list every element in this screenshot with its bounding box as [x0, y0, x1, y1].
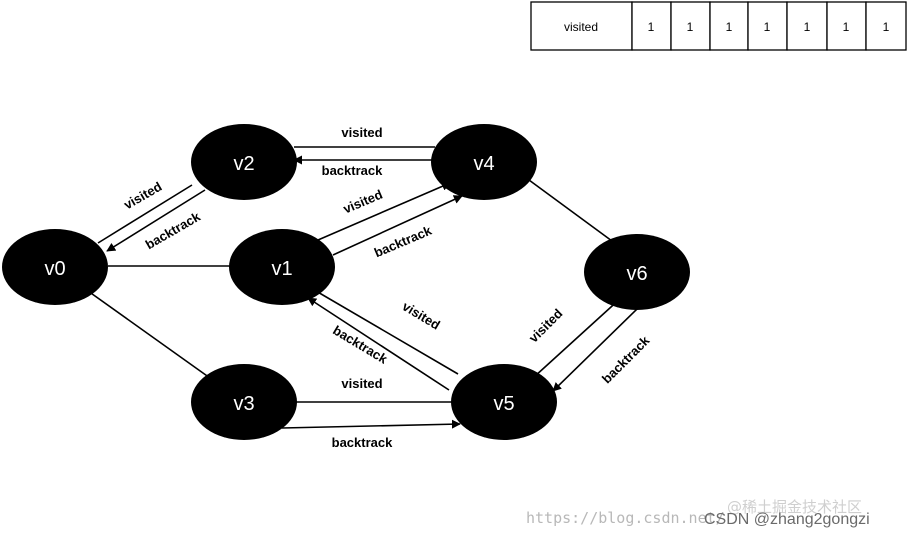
- label-backtrack: backtrack: [599, 332, 653, 386]
- arrow-v1-v4-visited: [317, 182, 451, 241]
- visited-value: 1: [804, 20, 811, 34]
- node-v6: v6: [584, 234, 690, 310]
- visited-header-label: visited: [564, 20, 598, 34]
- edge-v4-v6: [528, 179, 613, 242]
- node-label: v5: [493, 393, 514, 415]
- visited-value: 1: [648, 20, 655, 34]
- traversal-arrows: [97, 146, 638, 429]
- node-v5: v5: [451, 364, 557, 440]
- label-visited: visited: [526, 306, 566, 346]
- node-v3: v3: [191, 364, 297, 440]
- label-backtrack: backtrack: [372, 222, 434, 260]
- node-v4: v4: [431, 124, 537, 200]
- visited-table: visited 1 1 1 1 1 1 1: [530, 1, 907, 51]
- visited-cell: [670, 1, 711, 51]
- node-label: v2: [233, 153, 254, 175]
- node-label: v3: [233, 393, 254, 415]
- node-v0: v0: [2, 229, 108, 305]
- visited-value: 1: [764, 20, 771, 34]
- visited-value: 1: [843, 20, 850, 34]
- node-v2: v2: [191, 124, 297, 200]
- graph-nodes: v0 v1 v2 v3 v4 v5 v6: [2, 124, 690, 440]
- arrow-v6-v5-backtrack: [552, 308, 638, 392]
- label-backtrack: backtrack: [332, 435, 393, 450]
- watermark: https://blog.csdn.net/ @稀土掘金技术社区 CSDN @z…: [526, 498, 870, 528]
- visited-header-cell: [530, 1, 633, 51]
- arrow-v5-v6-visited: [533, 296, 623, 378]
- visited-value: 1: [883, 20, 890, 34]
- watermark-url: https://blog.csdn.net/: [526, 509, 725, 527]
- visited-cell: [865, 1, 907, 51]
- visited-value: 1: [687, 20, 694, 34]
- arrow-v0-v2-visited: [97, 184, 193, 244]
- arrow-v1-v5-visited: [303, 283, 459, 375]
- node-v1: v1: [229, 229, 335, 305]
- visited-cell: [786, 1, 828, 51]
- graph-edges: [87, 179, 613, 379]
- label-visited: visited: [341, 125, 382, 140]
- visited-value: 1: [726, 20, 733, 34]
- visited-cell: [826, 1, 867, 51]
- label-visited: visited: [400, 299, 443, 333]
- watermark-community: @稀土掘金技术社区: [727, 498, 862, 516]
- arrow-v1-v4-backtrack: [332, 195, 463, 256]
- node-label: v1: [271, 258, 292, 280]
- watermark-csdn: CSDN @zhang2gongzi: [704, 511, 870, 528]
- visited-cell: [631, 1, 672, 51]
- label-visited: visited: [121, 179, 164, 213]
- label-backtrack: backtrack: [322, 163, 383, 178]
- label-backtrack: backtrack: [143, 209, 204, 253]
- arrow-v2-v0-backtrack: [106, 189, 206, 252]
- edge-v0-v3: [87, 290, 211, 379]
- label-visited: visited: [341, 376, 382, 391]
- arrow-v3-v5-backtrack: [281, 419, 461, 429]
- arrow-v5-v1-backtrack: [307, 297, 450, 391]
- node-label: v6: [626, 263, 647, 285]
- node-label: v0: [44, 258, 65, 280]
- node-label: v4: [473, 153, 494, 175]
- label-visited: visited: [341, 187, 385, 217]
- visited-cell: [747, 1, 788, 51]
